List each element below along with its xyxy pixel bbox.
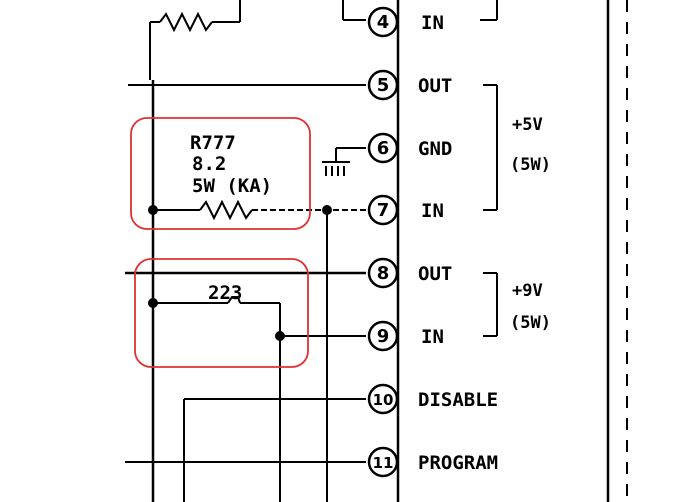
pin8-label: OUT bbox=[418, 263, 452, 285]
svg-text:11: 11 bbox=[373, 454, 394, 472]
r777-resistor bbox=[148, 199, 366, 502]
svg-text:7: 7 bbox=[377, 200, 390, 221]
pin7-label: IN bbox=[421, 200, 444, 222]
pin6-ground bbox=[322, 147, 366, 176]
svg-text:10: 10 bbox=[373, 391, 394, 409]
pin6-label: GND bbox=[418, 138, 452, 160]
highlight-223 bbox=[134, 258, 309, 368]
pin-4: 4 bbox=[367, 6, 399, 38]
pin-7: 7 bbox=[367, 194, 399, 226]
r777-ref: R777 bbox=[190, 132, 236, 154]
svg-text:6: 6 bbox=[377, 138, 390, 159]
svg-text:5: 5 bbox=[377, 75, 390, 96]
top-resistor bbox=[149, 0, 241, 80]
pin-8: 8 bbox=[367, 257, 399, 289]
highlight-r777 bbox=[130, 117, 311, 230]
junction-dot bbox=[148, 205, 158, 215]
pin4-label: IN bbox=[421, 12, 444, 34]
r777-rating: 5W (KA) bbox=[192, 175, 272, 197]
pin-11: 11 bbox=[367, 446, 399, 478]
svg-text:4: 4 bbox=[377, 12, 390, 33]
svg-text:9: 9 bbox=[377, 326, 390, 347]
pin-10: 10 bbox=[367, 383, 399, 415]
pin4-wire bbox=[342, 0, 366, 21]
pin10-wire bbox=[183, 398, 366, 502]
rail-9v-current: (5W) bbox=[510, 313, 551, 333]
pin-9: 9 bbox=[367, 320, 399, 352]
pin-6: 6 bbox=[367, 132, 399, 164]
resistor-223-label: 223 bbox=[208, 282, 242, 304]
resistor-223 bbox=[148, 296, 366, 502]
svg-text:8: 8 bbox=[377, 263, 390, 284]
pin9-label: IN bbox=[421, 326, 444, 348]
pin5-label: OUT bbox=[418, 75, 452, 97]
pin-5: 5 bbox=[367, 69, 399, 101]
pin10-label: DISABLE bbox=[418, 389, 498, 411]
rail-9v-voltage: +9V bbox=[512, 281, 543, 301]
bracket-9v bbox=[483, 272, 498, 337]
rail-5v-current: (5W) bbox=[510, 155, 551, 175]
bracket-pin4 bbox=[480, 0, 498, 21]
r777-value: 8.2 bbox=[192, 153, 226, 175]
bracket-5v bbox=[483, 84, 498, 211]
rail-5v-voltage: +5V bbox=[512, 115, 543, 135]
pin11-label: PROGRAM bbox=[418, 452, 498, 474]
